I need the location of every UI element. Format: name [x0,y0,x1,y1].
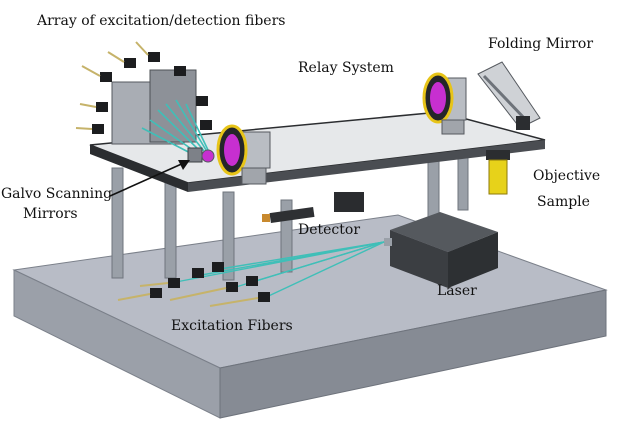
excitation-fibers-bundle [117,241,385,307]
label-sample: Sample [537,194,590,210]
label-relay-system: Relay System [298,60,394,76]
folding-mirror [477,61,541,130]
label-fiber-array: Array of excitation/detection fibers [37,13,286,29]
base-platform [12,214,608,419]
label-galvo-line1: Galvo Scanning [1,186,113,202]
galvo-pointer-arrow [109,160,190,197]
objective-lens [486,150,510,195]
table-legs [111,149,469,281]
optical-table [89,111,546,192]
label-galvo-line2: Mirrors [23,206,78,222]
label-laser: Laser [437,283,477,299]
relay-lens-2 [422,72,467,135]
label-excitation-fibers: Excitation Fibers [171,318,293,334]
label-folding-mirror: Folding Mirror [488,36,594,52]
relay-lens-1 [216,124,271,185]
label-objective: Objective [533,168,601,184]
label-detector: Detector [298,222,361,238]
laser-module [384,212,498,288]
detector-module [262,192,364,224]
fiber-array-assembly [75,41,215,163]
